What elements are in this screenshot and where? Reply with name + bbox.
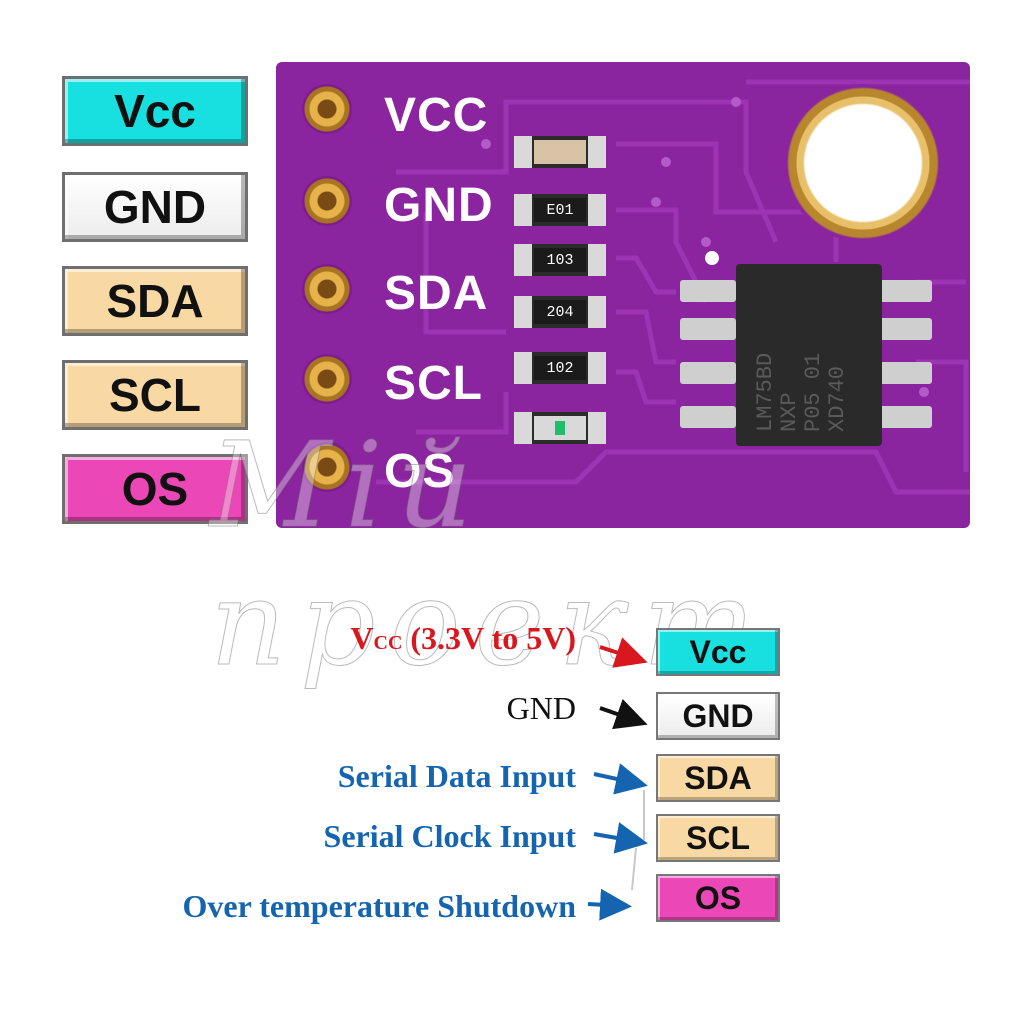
chip-lead	[680, 280, 736, 302]
silk-os: OS	[384, 445, 456, 498]
smd-led	[514, 412, 606, 444]
desc-os: Over temperature Shutdown	[182, 888, 576, 924]
desc-scl: Serial Clock Input	[323, 818, 576, 854]
pin-pad-vcc	[302, 84, 352, 134]
chip-lead	[876, 280, 932, 302]
smd-resistor-102: 102	[514, 352, 606, 384]
chip-lead	[680, 318, 736, 340]
desc-gnd: GND	[506, 690, 576, 726]
pin-label-os: OS	[62, 454, 248, 524]
lm75-sensor-board: VCC GND SDA SCL OS E01 103 204 102 LM75B…	[276, 62, 970, 528]
chip-lead	[876, 362, 932, 384]
pin-label-scl: SCL	[62, 360, 248, 430]
smd-resistor-103: 103	[514, 244, 606, 276]
smd-resistor-204: 204	[514, 296, 606, 328]
chip-lead	[680, 362, 736, 384]
lm75-chip	[736, 264, 882, 446]
smd-resistor-e01: E01	[514, 194, 606, 226]
pin-pad-scl	[302, 354, 352, 404]
smd-capacitor	[514, 136, 606, 168]
chip-lead	[876, 406, 932, 428]
desc-vcc: VCC (3.3V to 5V)	[350, 620, 576, 656]
silk-gnd: GND	[384, 179, 494, 232]
arrow-left-icon	[593, 822, 648, 854]
arrow-left-icon	[599, 698, 648, 730]
desc-sda: Serial Data Input	[337, 758, 576, 794]
legend-box-gnd: GND	[656, 692, 780, 740]
watermark: Мій проект	[210, 416, 769, 693]
pin-pad-sda	[302, 264, 352, 314]
arrow-left-icon	[593, 763, 648, 795]
chip-lead	[876, 318, 932, 340]
pin-label-gnd: GND	[62, 172, 248, 242]
pin-pad-gnd	[302, 176, 352, 226]
pin-pad-os	[302, 442, 352, 492]
legend-box-scl: SCL	[656, 814, 780, 862]
arrow-left-icon	[599, 637, 648, 668]
pin-label-sda: SDA	[62, 266, 248, 336]
chip-lead	[680, 406, 736, 428]
legend-box-os: OS	[656, 874, 780, 922]
silk-sda: SDA	[384, 267, 489, 320]
mounting-hole	[784, 84, 942, 242]
silk-scl: SCL	[384, 357, 483, 410]
legend-box-sda: SDA	[656, 754, 780, 802]
pin-label-vcc: Vcc	[62, 76, 248, 146]
arrow-left-icon	[587, 888, 632, 921]
legend-box-vcc: Vcc	[656, 628, 780, 676]
silk-vcc: VCC	[384, 89, 489, 142]
